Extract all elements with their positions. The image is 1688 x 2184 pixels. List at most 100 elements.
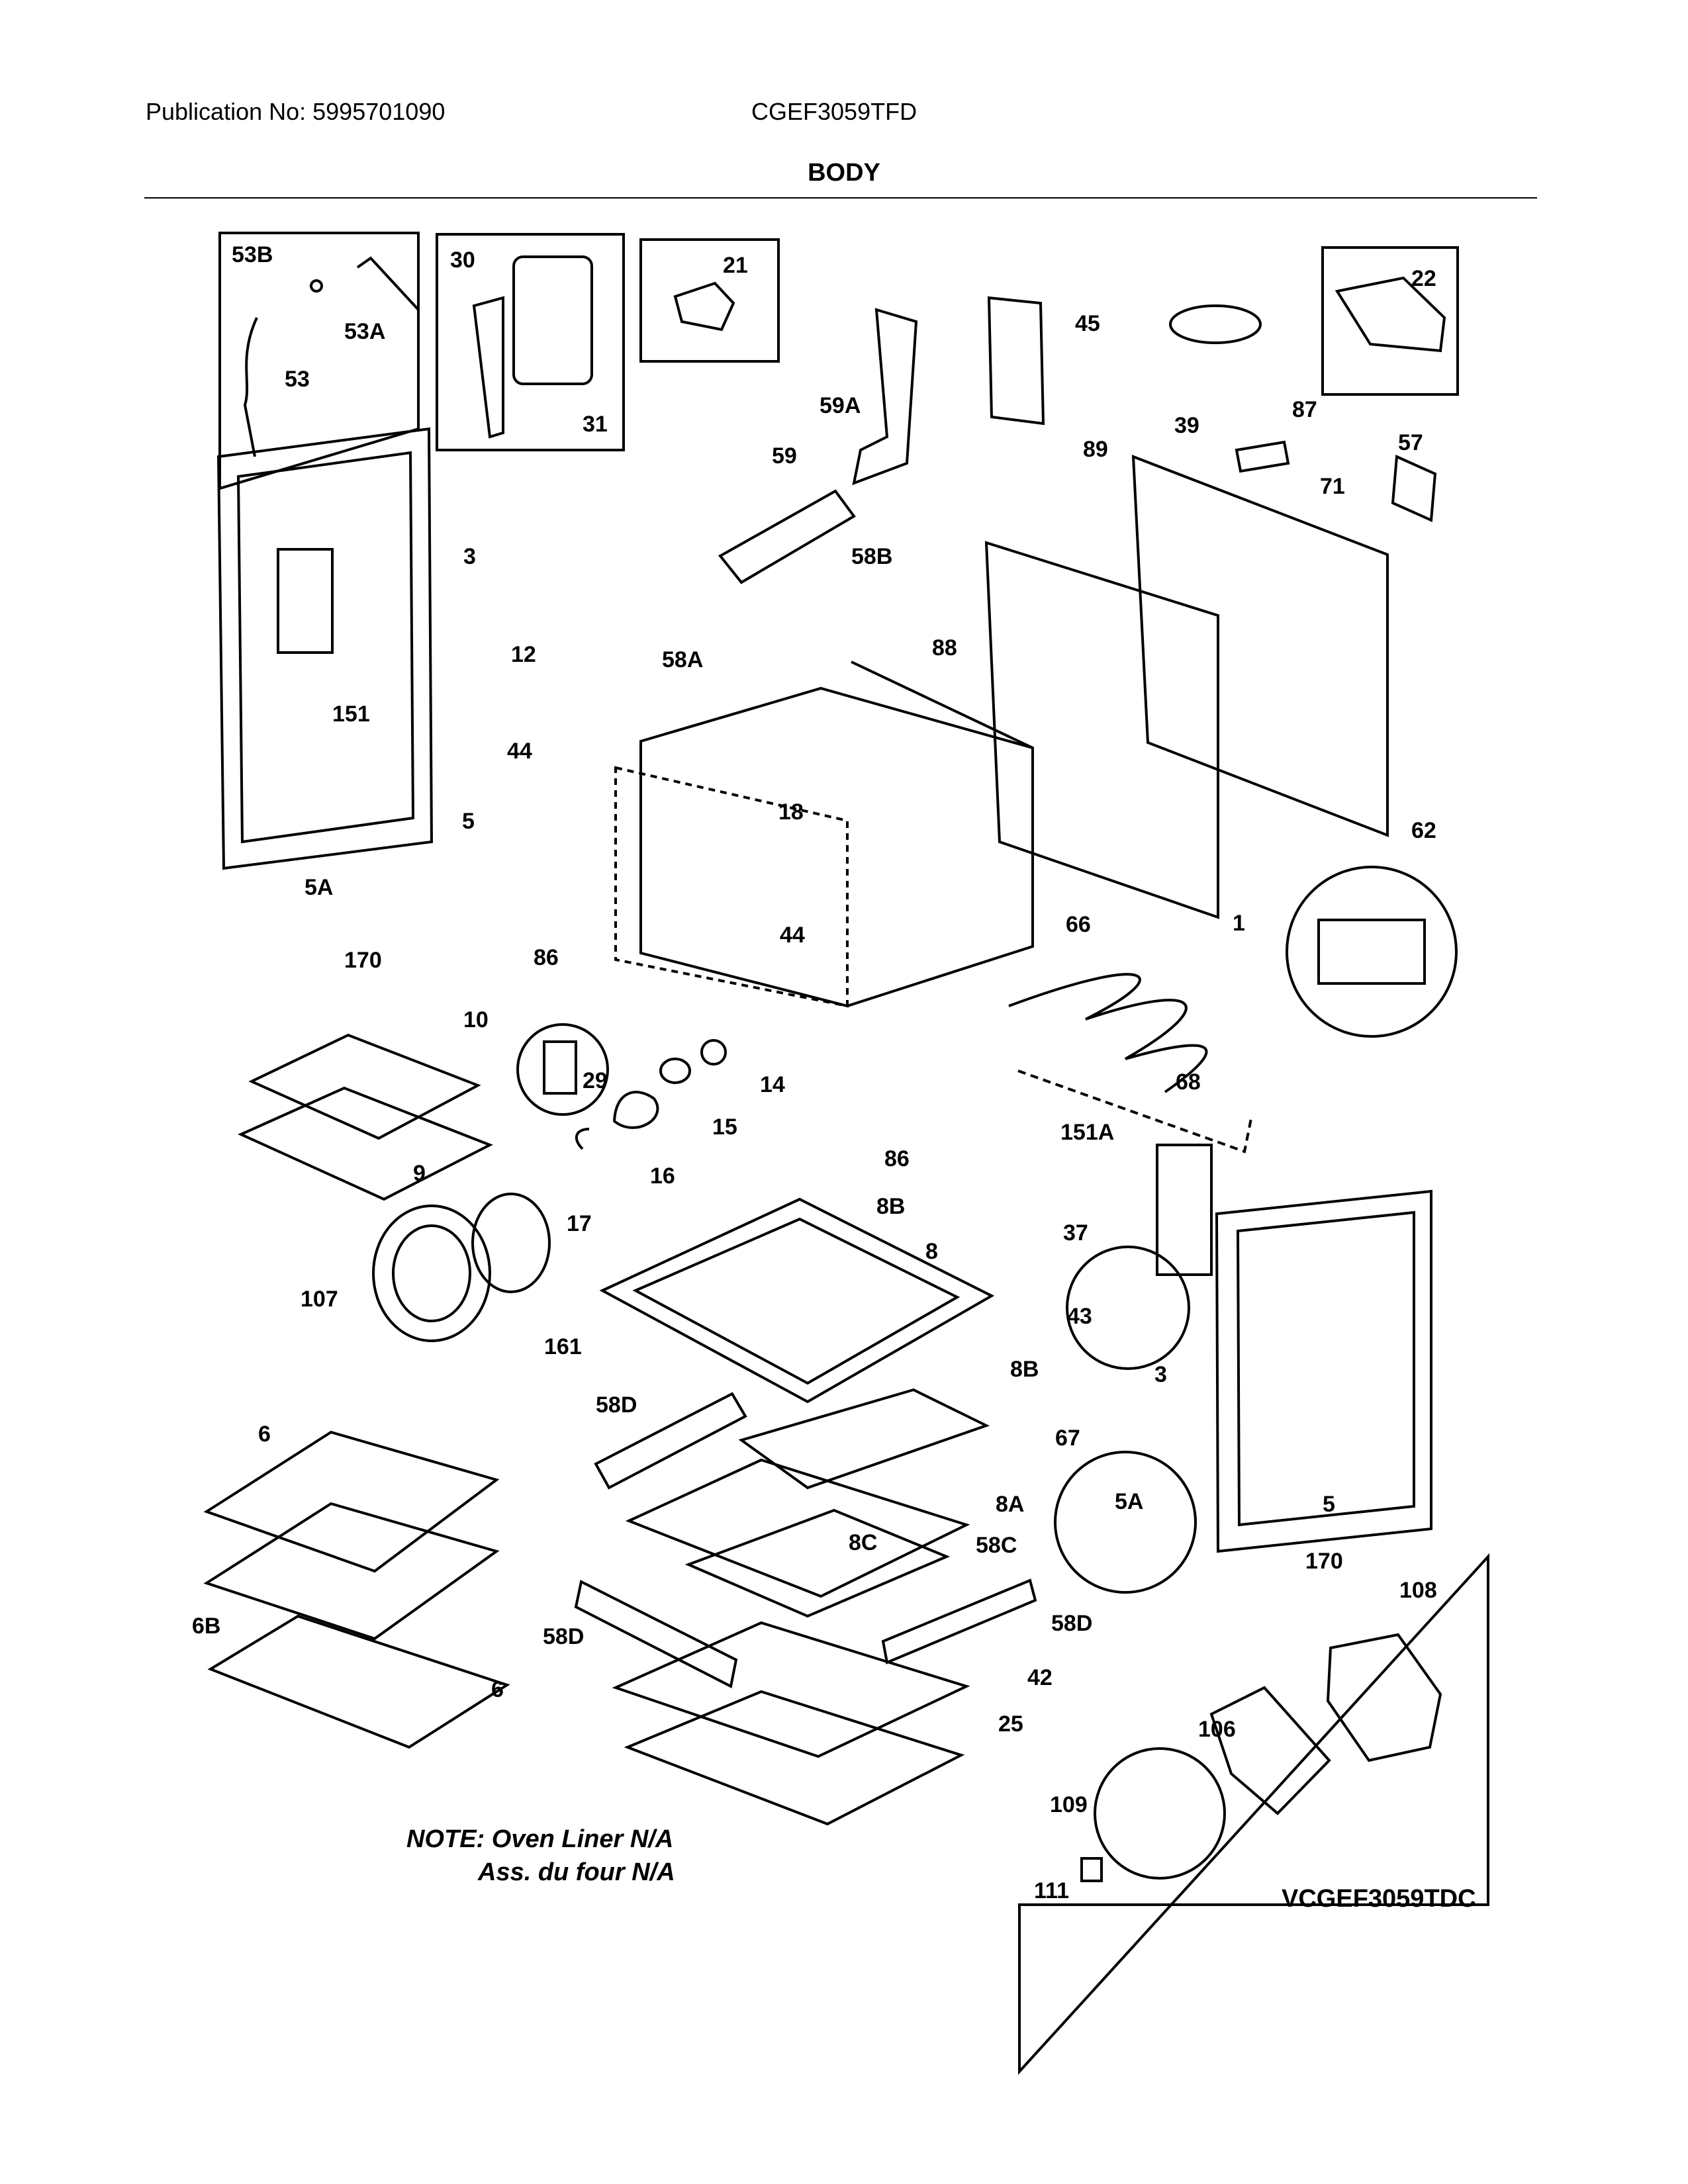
clip-17-shape [575,1128,590,1150]
callout-21: 21 [723,253,748,278]
callout-15: 15 [712,1115,737,1140]
side-panel-right-shape [1215,1189,1432,1553]
back-panel-1-shape [984,541,1219,919]
insulation-58D-right-shape [881,1578,1037,1664]
side-panel-right-inner [1236,1210,1415,1527]
callout-5-right: 5 [1323,1492,1335,1517]
callout-8B-upper: 8B [876,1194,905,1219]
callout-8C: 8C [849,1530,877,1555]
detail-43-circle [1066,1246,1190,1370]
callout-107: 107 [301,1287,338,1312]
fan-blade-109-shape [1094,1747,1226,1880]
probe-jack-shape [356,256,420,311]
callout-17: 17 [567,1211,592,1236]
lamp-socket-14-shape [700,1039,727,1066]
callout-12: 12 [511,642,536,667]
fan-cover-107-shape [372,1205,491,1342]
oven-liner-shape [614,766,849,1008]
callout-29: 29 [583,1068,608,1093]
callout-58A: 58A [662,647,703,672]
callout-67: 67 [1055,1426,1080,1451]
callout-86-upper: 86 [534,945,559,970]
drawer-8-shape [599,1197,995,1404]
callout-44-upper: 44 [507,739,532,764]
callout-3-right: 3 [1154,1362,1167,1387]
broiler-grid-10-shape [248,1033,481,1140]
nut-111-shape [1080,1857,1103,1882]
probe-grommet-shape [310,279,323,293]
part-87-shape [1235,440,1290,473]
callout-87: 87 [1292,397,1317,422]
callout-16: 16 [650,1163,675,1189]
callout-151A: 151A [1060,1120,1114,1145]
insulation-58C-shape [684,1508,951,1618]
broiler-pan-9-shape [238,1086,493,1201]
motor-39-shape [1169,304,1262,344]
side-panel-left-shape [216,427,434,870]
callout-8A: 8A [996,1492,1024,1517]
probe-cable-shape [243,317,258,457]
callout-89: 89 [1083,437,1108,462]
side-panel-left-inner [236,451,415,844]
bottom-8A-shape [625,1458,970,1598]
inset-box-21 [639,238,780,363]
callout-161: 161 [544,1334,582,1359]
note-line-2: Ass. du four N/A [478,1858,675,1886]
panel-25-shape [624,1690,965,1826]
inset-box-22 [1321,246,1459,396]
detail-29-circle [516,1023,609,1116]
callout-39: 39 [1174,413,1199,438]
note-line-1: NOTE: Oven Liner N/A [406,1825,674,1853]
callout-10: 10 [463,1007,489,1032]
rack-6-top-shape [203,1430,500,1573]
rack-6B-shape [207,1614,510,1749]
lamp-bulb-15-shape [659,1058,691,1084]
callout-71: 71 [1320,474,1345,499]
insulation-58B-shape [851,660,1034,946]
duct-59-shape [718,489,856,584]
panel-42-shape [612,1621,970,1758]
callout-111: 111 [1034,1878,1069,1903]
switch-29-shape [543,1040,577,1095]
part-57-shape [1391,455,1437,522]
callout-30: 30 [450,248,475,273]
callout-5A-right: 5A [1115,1489,1143,1514]
callout-42: 42 [1027,1665,1053,1690]
callout-170-right: 170 [1305,1549,1343,1574]
lamp-cover-16-shape [612,1091,659,1129]
callout-6-lower: 6 [491,1677,504,1702]
callout-108: 108 [1399,1578,1437,1603]
insulation-58D-front-shape [574,1580,738,1688]
rack-6-bottom-shape [203,1502,500,1641]
section-title: BODY [808,159,880,187]
element-66-shape [1008,973,1208,1093]
callout-62: 62 [1411,818,1436,843]
callout-5A-left: 5A [305,875,333,900]
detail-62-circle [1286,866,1458,1038]
callout-5-left: 5 [462,809,475,834]
diagram-code: VCGEF3059TDC [1282,1885,1476,1913]
bracket-151-shape [277,548,334,654]
callout-6-upper: 6 [258,1422,271,1447]
callout-25: 25 [998,1711,1023,1737]
inset-box-probe [218,232,420,490]
fan-cover-107-inner [392,1224,471,1322]
model-number: CGEF3059TFD [751,98,917,125]
element-67-shape [738,1388,990,1490]
callout-58C: 58C [976,1533,1017,1558]
callout-88: 88 [932,635,957,660]
callout-31: 31 [583,412,608,437]
callout-68: 68 [1176,1069,1201,1095]
back-panel-71-shape [1131,455,1389,837]
callout-58D-front: 58D [543,1624,584,1649]
inset-box-element-cover [436,233,625,451]
callout-59A: 59A [820,393,861,418]
callout-57: 57 [1398,430,1423,455]
duct-59A-shape [852,308,918,486]
callout-58B: 58B [851,544,892,569]
callout-22: 22 [1411,266,1436,291]
callout-3-left: 3 [463,544,476,569]
callout-37: 37 [1063,1220,1088,1246]
cavity-insulation-58A-shape [639,686,1034,1008]
bracket-151A-shape [1156,1144,1213,1276]
